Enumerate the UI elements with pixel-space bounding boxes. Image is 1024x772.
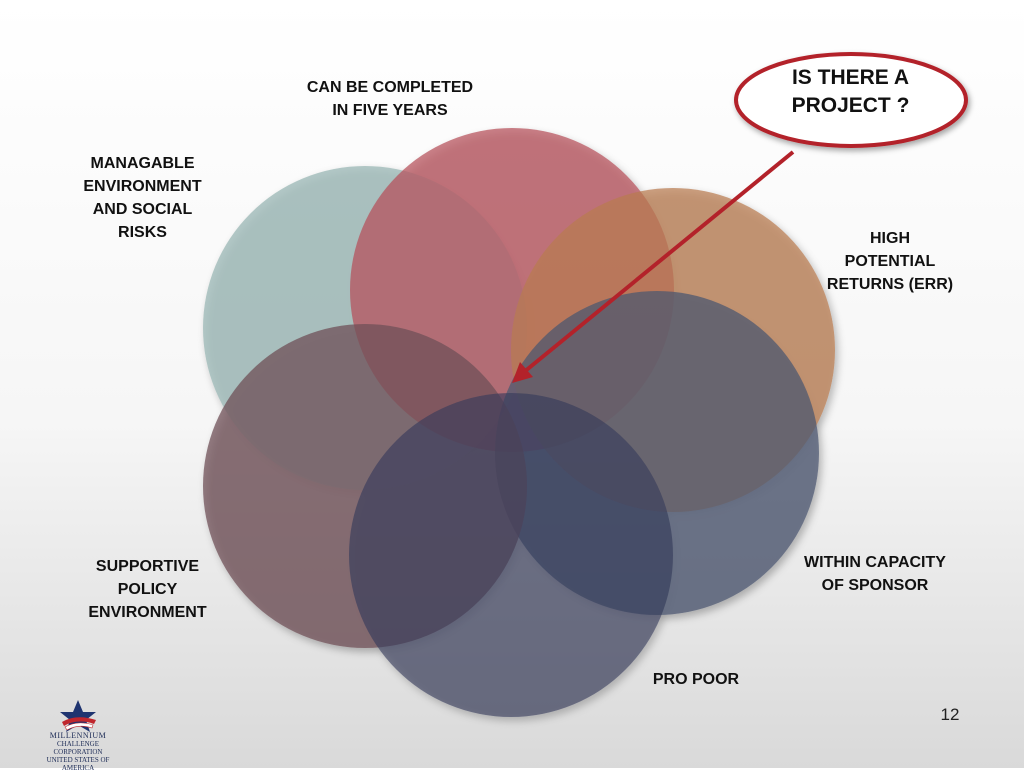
callout-text: IS THERE A PROJECT ? bbox=[748, 64, 953, 120]
label-line: RISKS bbox=[118, 224, 167, 241]
label-manageable-risks: MANAGABLE ENVIRONMENT AND SOCIAL RISKS bbox=[50, 152, 235, 244]
callout-oval bbox=[734, 52, 968, 148]
logo-name: MILLENNIUM bbox=[49, 731, 107, 740]
mcc-logo: MILLENNIUM CHALLENGE CORPORATION UNITED … bbox=[38, 698, 118, 772]
label-line: ENVIRONMENT bbox=[83, 178, 202, 195]
logo-line: CHALLENGE CORPORATION bbox=[53, 740, 103, 756]
callout-group bbox=[512, 52, 968, 383]
callout-line: IS THERE A bbox=[791, 66, 910, 89]
label-line: RETURNS (ERR) bbox=[826, 276, 954, 293]
label-line: OF SPONSOR bbox=[821, 577, 929, 594]
label-supportive-policy: SUPPORTIVE POLICY ENVIRONMENT bbox=[55, 555, 240, 624]
logo-text: MILLENNIUM CHALLENGE CORPORATION UNITED … bbox=[38, 732, 118, 772]
label-line: POTENTIAL bbox=[844, 253, 936, 270]
label-line: MANAGABLE bbox=[90, 155, 195, 172]
circle-pro-poor bbox=[349, 393, 673, 717]
star-icon bbox=[60, 700, 96, 732]
label-within-capacity: WITHIN CAPACITY OF SPONSOR bbox=[770, 551, 980, 597]
logo-line: UNITED STATES OF AMERICA bbox=[46, 756, 110, 772]
label-line: HIGH bbox=[870, 230, 910, 247]
label-line: WITHIN CAPACITY bbox=[804, 554, 946, 571]
label-line: SUPPORTIVE bbox=[95, 558, 200, 575]
label-line: AND SOCIAL bbox=[92, 201, 193, 218]
arrow-line bbox=[522, 150, 795, 374]
label-five-years: CAN BE COMPLETED IN FIVE YEARS bbox=[270, 76, 510, 122]
label-high-returns: HIGH POTENTIAL RETURNS (ERR) bbox=[800, 227, 980, 296]
arrow-head bbox=[512, 362, 533, 383]
label-line: ENVIRONMENT bbox=[88, 604, 207, 621]
label-line: CAN BE COMPLETED bbox=[306, 79, 474, 96]
label-line: IN FIVE YEARS bbox=[332, 102, 448, 119]
label-line: POLICY bbox=[117, 581, 178, 598]
page-number: 12 bbox=[940, 705, 960, 724]
label-pro-poor: PRO POOR bbox=[652, 671, 740, 688]
callout-line: PROJECT ? bbox=[791, 94, 910, 117]
